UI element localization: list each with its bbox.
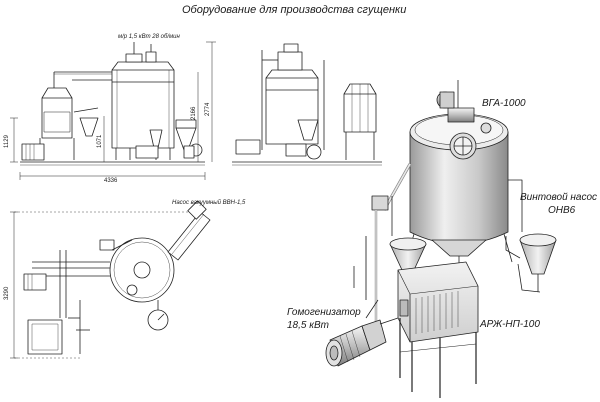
pump-note: Насос вакуумный ВВН-1,5: [172, 200, 246, 206]
dim-h4: 2774: [205, 102, 211, 116]
dim-width: 4336: [104, 178, 118, 184]
dim-h3: 2166: [191, 106, 197, 120]
dim-h1: 1129: [4, 135, 10, 148]
vessel-label: ВГА-1000: [482, 98, 526, 109]
motor-note: м/р 1,5 кВт 28 об/мин: [118, 34, 180, 40]
dim-plan-height: 3290: [4, 286, 10, 300]
side-view: [232, 43, 382, 166]
screw-pump-label-1: Винтовой насос: [520, 192, 598, 203]
homogenizer-label-2: 18,5 кВт: [287, 320, 329, 331]
diagram-title: Оборудование для производства сгущенки: [182, 4, 407, 16]
front-view: [10, 41, 216, 180]
dim-h2: 1071: [97, 134, 103, 148]
arzh-label: АРЖ-НП-100: [480, 319, 540, 330]
iso-view: [325, 80, 557, 398]
plan-view: [10, 200, 211, 359]
homogenizer-label-1: Гомогенизатор: [287, 307, 361, 318]
screw-pump-label-2: ОНВ6: [548, 205, 576, 216]
front-tank: [111, 69, 175, 149]
